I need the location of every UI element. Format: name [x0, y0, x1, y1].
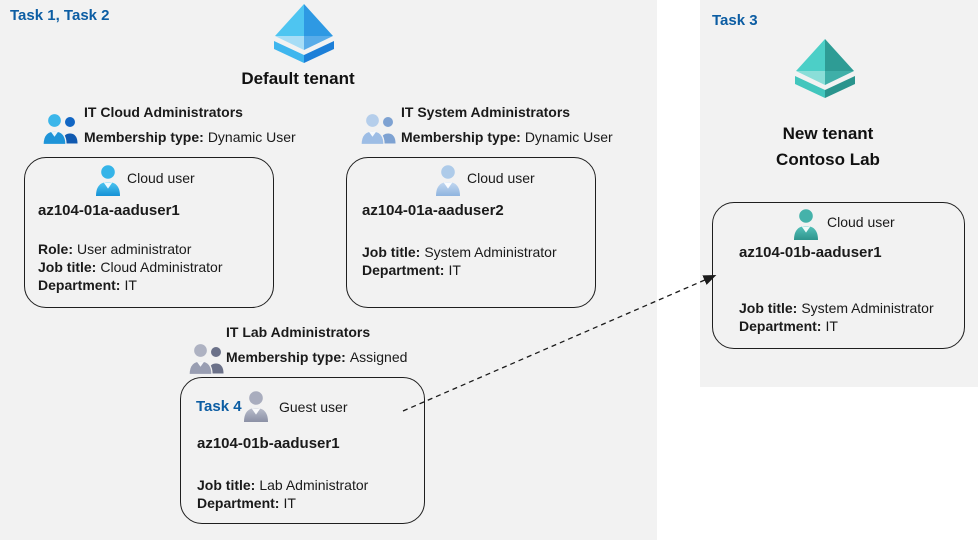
user-type-label: Cloud user [127, 170, 195, 186]
person-gray-icon [244, 391, 268, 422]
user-type-label: Cloud user [467, 170, 535, 186]
job-title-value: System Administrator [801, 300, 934, 316]
membership-value: Assigned [349, 349, 408, 365]
job-title-value: Cloud Administrator [100, 259, 223, 275]
department-label: Department: [38, 277, 121, 293]
user-details: Role:User administrator Job title:Cloud … [38, 240, 223, 294]
role-value: User administrator [77, 241, 192, 257]
job-title-line: Job title:Cloud Administrator [38, 258, 223, 276]
job-title-label: Job title: [38, 259, 97, 275]
person-teal-icon [794, 209, 818, 240]
task-1-2-label: Task 1, Task 2 [10, 7, 110, 24]
default-tenant-title: Default tenant [241, 69, 355, 88]
job-title-value: Lab Administrator [259, 477, 369, 493]
job-title-value: System Administrator [424, 244, 557, 260]
department-value: IT [825, 318, 838, 334]
job-title-label: Job title: [362, 244, 421, 260]
new-tenant-title-line1: New tenant [782, 124, 874, 143]
new-tenant-title-line2: Contoso Lab [776, 150, 880, 169]
membership-value: Dynamic User [524, 129, 613, 145]
job-title-label: Job title: [197, 477, 256, 493]
membership-label: Membership type: [84, 129, 204, 145]
task-3-label: Task 3 [712, 12, 758, 29]
user-card-aaduser2: Cloud user az104-01a-aaduser2 Job title:… [346, 157, 596, 308]
group-people-blue-icon [42, 112, 78, 145]
membership-type-lab-admins: Membership type:Assigned [226, 349, 407, 365]
user-type-label: Guest user [279, 399, 348, 415]
department-label: Department: [739, 318, 822, 334]
department-value: IT [124, 277, 137, 293]
membership-value: Dynamic User [207, 129, 296, 145]
department-line: Department:IT [362, 261, 557, 279]
job-title-label: Job title: [739, 300, 798, 316]
group-people-gray-icon [188, 342, 224, 375]
person-blue-icon [96, 165, 120, 196]
user-name: az104-01a-aaduser1 [38, 202, 180, 219]
user-name: az104-01b-aaduser1 [739, 244, 882, 261]
job-title-line: Job title:Lab Administrator [197, 476, 368, 494]
department-line: Department:IT [739, 317, 934, 335]
department-line: Department:IT [197, 494, 368, 512]
department-line: Department:IT [38, 276, 223, 294]
job-title-line: Job title:System Administrator [739, 299, 934, 317]
azure-tenant-blue-icon [274, 4, 334, 63]
membership-label: Membership type: [226, 349, 346, 365]
user-name: az104-01b-aaduser1 [197, 435, 340, 452]
membership-type-cloud-admins: Membership type:Dynamic User [84, 129, 296, 145]
default-tenant-panel [0, 0, 657, 540]
task-4-label: Task 4 [196, 398, 242, 415]
department-value: IT [448, 262, 461, 278]
department-value: IT [283, 495, 296, 511]
membership-label: Membership type: [401, 129, 521, 145]
user-card-aaduser1: Cloud user az104-01a-aaduser1 Role:User … [24, 157, 274, 308]
department-label: Department: [362, 262, 445, 278]
group-title-system-admins: IT System Administrators [401, 104, 571, 120]
new-tenant-user-card: Cloud user az104-01b-aaduser1 Job title:… [712, 202, 965, 349]
person-paleblue-icon [436, 165, 460, 196]
membership-type-system-admins: Membership type:Dynamic User [401, 129, 613, 145]
role-line: Role:User administrator [38, 240, 223, 258]
user-name: az104-01a-aaduser2 [362, 202, 504, 219]
group-title-lab-admins: IT Lab Administrators [226, 324, 371, 340]
department-label: Department: [197, 495, 280, 511]
role-label: Role: [38, 241, 73, 257]
user-details: Job title:System Administrator Departmen… [739, 299, 934, 335]
guest-user-card-aaduser1b: Task 4 Guest user az104-01b-aaduser1 Job… [180, 377, 425, 524]
user-details: Job title:System Administrator Departmen… [362, 243, 557, 279]
user-type-label: Cloud user [827, 214, 895, 230]
azure-tenant-teal-icon [795, 39, 855, 98]
group-title-cloud-admins: IT Cloud Administrators [84, 104, 243, 120]
group-people-paleblue-icon [360, 112, 396, 145]
job-title-line: Job title:System Administrator [362, 243, 557, 261]
user-details: Job title:Lab Administrator Department:I… [197, 476, 368, 512]
